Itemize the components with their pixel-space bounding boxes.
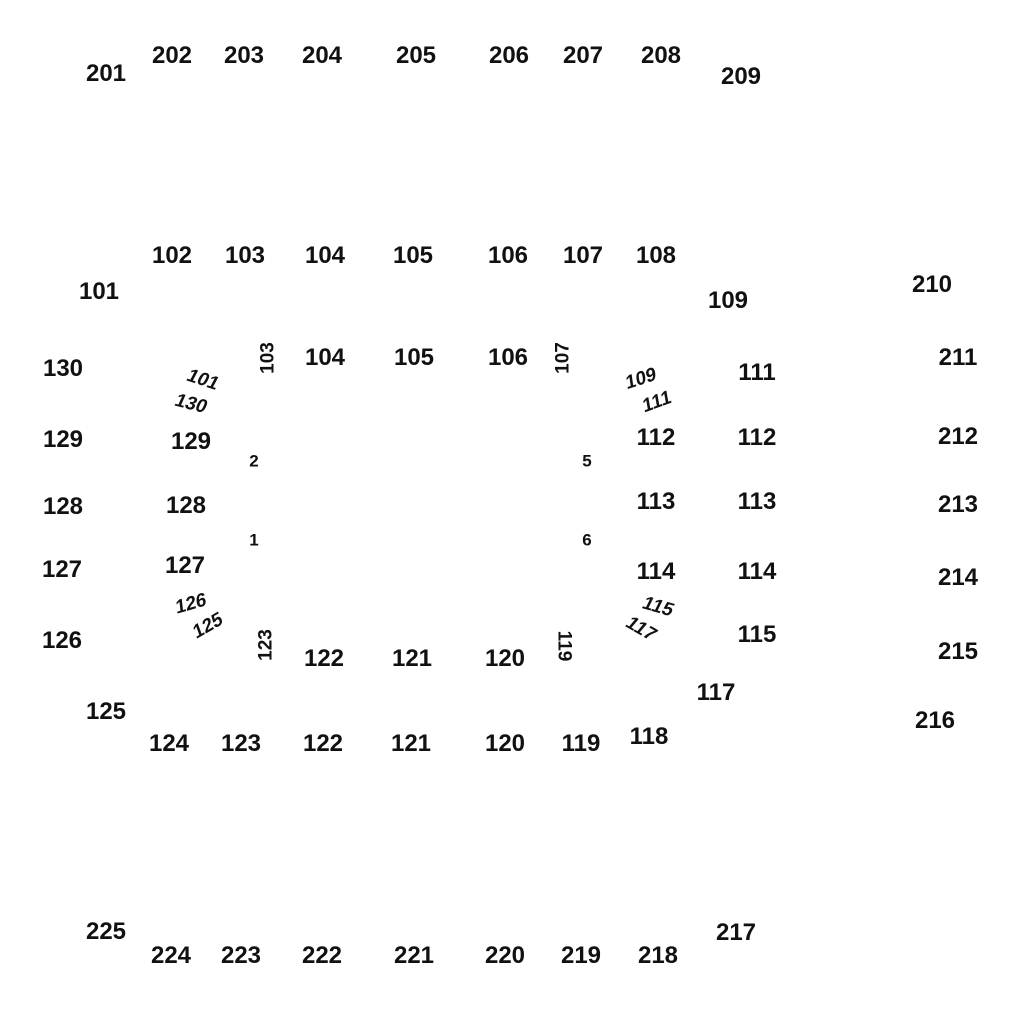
inner-label-125: 125 <box>190 608 226 644</box>
label-113: 113 <box>737 488 777 515</box>
label-210: 210 <box>911 271 953 298</box>
inner-label-129: 129 <box>170 428 212 455</box>
label-208: 208 <box>640 42 682 69</box>
label-107: 107 <box>562 242 604 269</box>
label-219: 219 <box>560 942 602 969</box>
label-125: 125 <box>85 698 127 725</box>
label-221: 221 <box>393 942 435 969</box>
inner-label-106: 106 <box>487 344 529 371</box>
label-223: 223 <box>220 942 262 969</box>
label-209: 209 <box>720 63 762 90</box>
label-118: 118 <box>629 723 669 750</box>
label-103: 103 <box>224 242 266 269</box>
label-126: 126 <box>41 627 83 654</box>
inner-label-128: 128 <box>165 492 207 519</box>
label-222: 222 <box>301 942 343 969</box>
label-120: 120 <box>484 730 526 757</box>
inner-label-119: 119 <box>553 630 575 662</box>
inner-label-121: 121 <box>391 645 433 672</box>
label-213: 213 <box>937 491 979 518</box>
inner-number-2: 2 <box>249 451 259 471</box>
label-128: 128 <box>42 493 84 520</box>
label-105: 105 <box>392 242 434 269</box>
label-202: 202 <box>151 42 193 69</box>
label-124: 124 <box>148 730 190 757</box>
inner-label-105: 105 <box>393 344 435 371</box>
label-220: 220 <box>484 942 526 969</box>
inner-label-111: 111 <box>641 386 673 418</box>
label-115: 115 <box>737 621 777 648</box>
inner-number-5: 5 <box>582 451 592 471</box>
label-123: 123 <box>220 730 262 757</box>
inner-label-120: 120 <box>484 645 526 672</box>
label-108: 108 <box>635 242 677 269</box>
label-114: 114 <box>737 558 777 585</box>
label-104: 104 <box>304 242 346 269</box>
inner-label-109: 109 <box>624 363 658 395</box>
inner-label-117: 117 <box>620 613 662 645</box>
label-201: 201 <box>85 60 127 87</box>
label-112: 112 <box>737 424 777 451</box>
inner-label-103: 103 <box>257 342 279 374</box>
inner-label-123: 123 <box>255 629 277 661</box>
label-215: 215 <box>937 638 979 665</box>
label-117: 117 <box>696 679 736 706</box>
label-224: 224 <box>150 942 192 969</box>
label-106: 106 <box>487 242 529 269</box>
label-225: 225 <box>85 918 127 945</box>
label-212: 212 <box>937 423 979 450</box>
label-205: 205 <box>395 42 437 69</box>
label-218: 218 <box>637 942 679 969</box>
inner-label-107: 107 <box>552 342 574 374</box>
label-206: 206 <box>488 42 530 69</box>
inner-label-126: 126 <box>174 589 208 619</box>
label-119: 119 <box>561 730 601 757</box>
label-109: 109 <box>707 287 749 314</box>
label-102: 102 <box>151 242 193 269</box>
inner-label-127: 127 <box>164 552 206 579</box>
inner-label-101: 101 <box>182 365 224 395</box>
inner-label-115: 115 <box>638 593 678 621</box>
label-101: 101 <box>78 278 120 305</box>
inner-number-1: 1 <box>249 530 259 550</box>
label-121: 121 <box>390 730 432 757</box>
inner-label-130: 130 <box>171 390 211 418</box>
label-122: 122 <box>302 730 344 757</box>
label-129: 129 <box>42 426 84 453</box>
inner-number-6: 6 <box>582 530 592 550</box>
inner-label-112: 112 <box>636 424 676 451</box>
label-216: 216 <box>914 707 956 734</box>
inner-label-104: 104 <box>304 344 346 371</box>
inner-label-113: 113 <box>636 488 676 515</box>
label-111: 111 <box>738 359 776 386</box>
inner-label-122: 122 <box>303 645 345 672</box>
label-211: 211 <box>938 344 978 371</box>
label-214: 214 <box>937 564 979 591</box>
label-207: 207 <box>562 42 604 69</box>
label-203: 203 <box>223 42 265 69</box>
label-127: 127 <box>41 556 83 583</box>
label-217: 217 <box>715 919 757 946</box>
inner-label-114: 114 <box>636 558 676 585</box>
label-130: 130 <box>42 355 84 382</box>
label-204: 204 <box>301 42 343 69</box>
